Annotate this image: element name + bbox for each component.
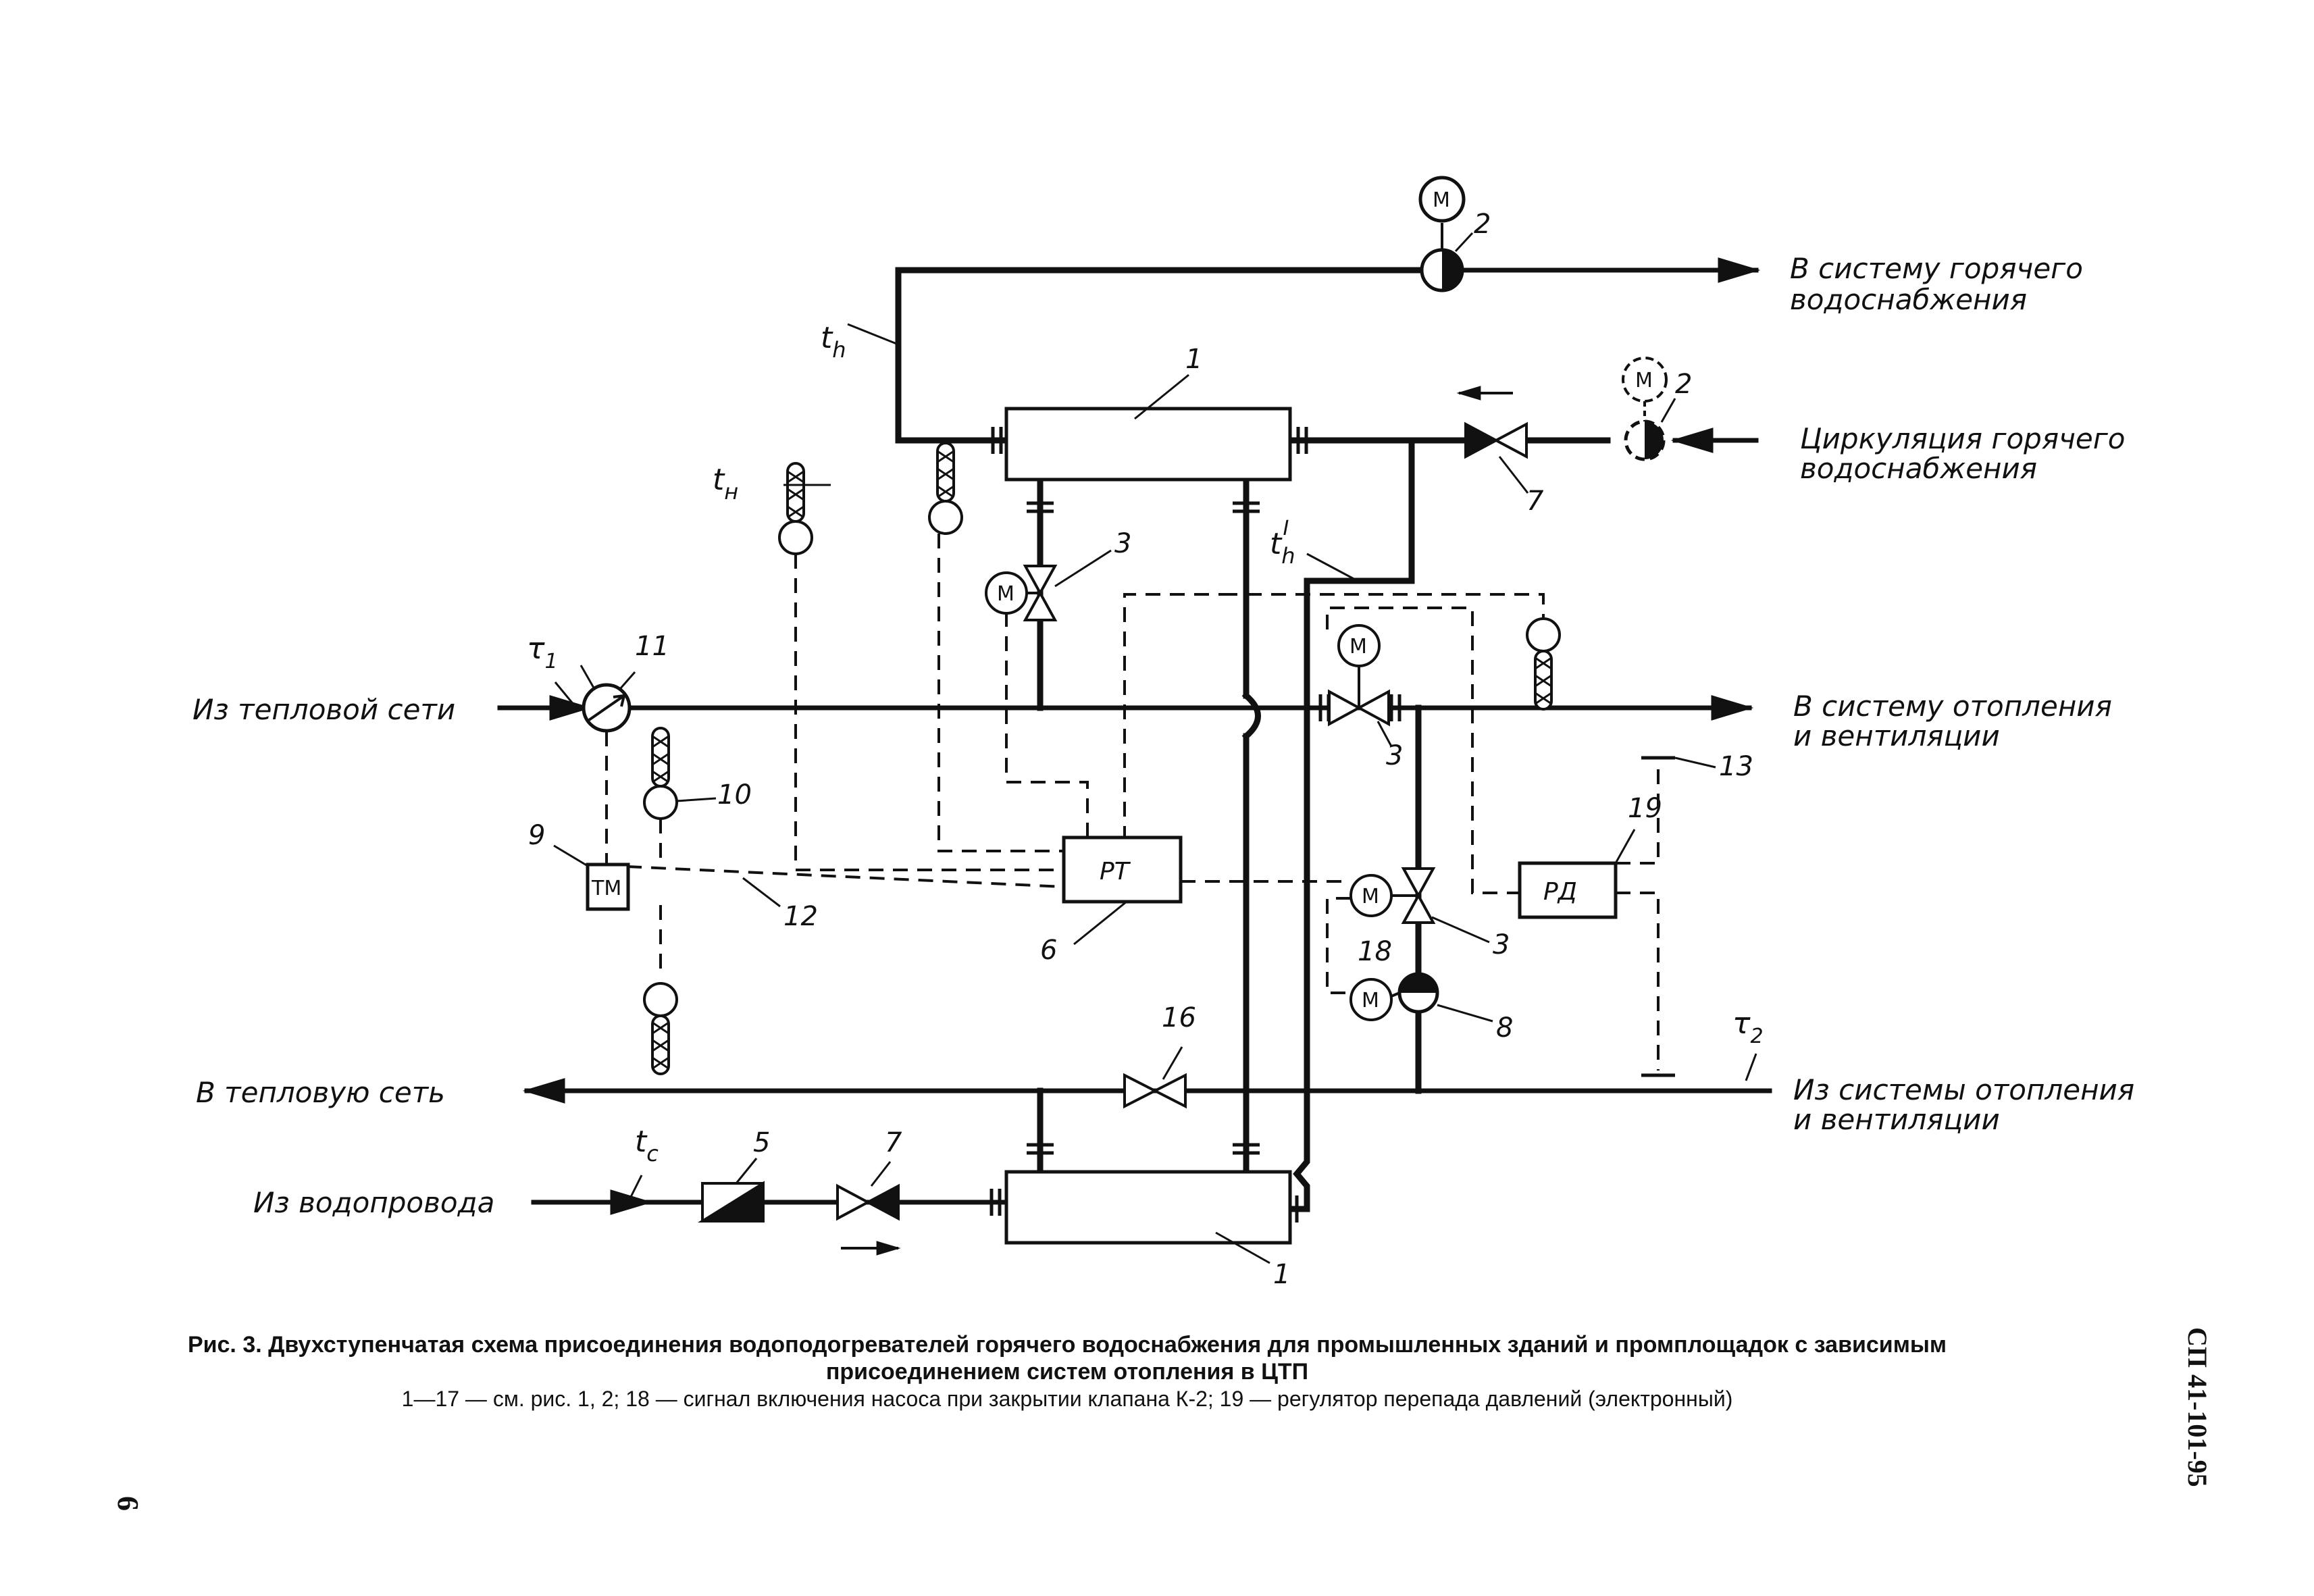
num-12: 12 [783, 901, 818, 932]
label-from-heat-net: Из тепловой сети [192, 693, 455, 726]
heat-calculator-tm [586, 863, 630, 911]
num-13: 13 [1719, 751, 1753, 782]
text-m-p8: М [1362, 989, 1379, 1012]
num-3-he: 3 [1114, 528, 1131, 559]
controller-pd [1518, 861, 1618, 919]
num-11: 11 [635, 631, 669, 662]
valve-3-bridge [1381, 867, 1436, 924]
text-m-v3b: М [1362, 885, 1379, 908]
text-pt: РТ [1100, 858, 1131, 885]
pump-8 [1397, 972, 1439, 1014]
sensor-th [928, 442, 963, 535]
num-2-circ: 2 [1675, 369, 1692, 400]
label-to-heating-1: В систему отопления [1793, 690, 2112, 723]
label-hw-circ-1: Циркуляция горячего [1800, 422, 2126, 455]
num-9: 9 [528, 820, 545, 851]
controller-pt [1062, 835, 1183, 904]
text-m-v3he: М [997, 582, 1014, 606]
filter-5 [698, 1181, 765, 1222]
figure-caption: Рис. 3. Двухступенчатая схема присоедине… [188, 1332, 1947, 1411]
label-from-water: Из водопровода [253, 1186, 494, 1219]
label-to-heating-2: и вентиляции [1793, 719, 2000, 752]
control-lines [605, 534, 1660, 1071]
text-m-v3s: М [1349, 635, 1367, 659]
num-5: 5 [753, 1127, 770, 1158]
text-tm: ТМ [591, 877, 621, 900]
symbol-tau1: τ1 [527, 632, 558, 673]
side-code: СП 41-101-95 [2182, 1327, 2213, 1487]
flow-arrows [841, 386, 1513, 1256]
flanges [989, 427, 1402, 1222]
num-6: 6 [1040, 935, 1057, 966]
label-hw-circ-2: водоснабжения [1800, 452, 2037, 485]
label-from-heating-2: и вентиляции [1793, 1103, 2000, 1136]
num-10: 10 [717, 779, 752, 810]
num-7-cold: 7 [885, 1127, 902, 1158]
num-2-supply: 2 [1474, 209, 1491, 240]
symbol-tau2: τ2 [1732, 1006, 1764, 1048]
hw-supply-pipe [895, 267, 1422, 444]
caption-title-line2: присоединением систем отопления в ЦТП [826, 1359, 1308, 1385]
label-from-heating-1: Из системы отопления [1793, 1073, 2134, 1106]
symbol-th1: thI [1270, 517, 1295, 569]
item-numbers: 1 2 2 7 3 11 3 13 10 19 9 12 6 3 18 8 16… [528, 209, 1753, 1290]
motor-valve-3-bridge [1349, 874, 1393, 917]
valve-16 [1123, 1073, 1187, 1109]
box-texts: РТ РД ТМ М М М М М М [591, 188, 1653, 1012]
num-8: 8 [1496, 1012, 1513, 1044]
pump-2-supply [1418, 176, 1466, 292]
pump-2-circ [1622, 357, 1668, 461]
num-7-circ: 7 [1526, 486, 1544, 517]
symbol-th: th [821, 321, 846, 363]
caption-title-line1: Рис. 3. Двухступенчатая схема присоедине… [188, 1332, 1947, 1358]
motor-pump-8 [1349, 978, 1393, 1021]
valve-7-circ [1464, 421, 1528, 459]
sensor-lower [643, 982, 678, 1075]
label-hw-supply-2: водоснабжения [1790, 283, 2027, 316]
text-pd: РД [1543, 878, 1577, 906]
motor-valve-3-he [985, 571, 1028, 615]
valve-3-he [1008, 565, 1058, 621]
valve-3-supply [1328, 666, 1390, 727]
motors [985, 571, 1393, 1021]
num-3-bridge: 3 [1493, 929, 1510, 960]
temperature-symbols: th thI tн tc τ1 τ2 [527, 321, 1764, 1166]
text-m-pump2c: М [1635, 369, 1653, 392]
valve-7-cold [836, 1183, 900, 1221]
caption-legend: 1—17 — см. рис. 1, 2; 18 — сигнал включе… [402, 1387, 1733, 1411]
heat-exchanger-1-top [1004, 407, 1292, 482]
symbol-tn: tн [713, 463, 738, 505]
num-19: 19 [1628, 793, 1662, 824]
heat-meter-11 [582, 683, 632, 733]
sensor-right [1526, 617, 1561, 711]
label-to-heat-net: В тепловую сеть [196, 1076, 445, 1109]
num-1-bottom: 1 [1273, 1259, 1290, 1290]
leader-lines [553, 232, 1757, 1264]
motor-valve-3-supply [1337, 624, 1381, 667]
text-m-pump2: М [1433, 188, 1450, 212]
sensor-10 [643, 727, 678, 820]
label-hw-supply-1: В систему горячего [1790, 252, 2083, 285]
num-3-supply: 3 [1386, 740, 1403, 771]
th1-pipe [1287, 437, 1415, 1212]
flow-labels: В систему горячего водоснабжения Циркуля… [192, 252, 2134, 1219]
num-1-top: 1 [1185, 344, 1202, 375]
page-number: 6 [111, 1496, 145, 1511]
symbol-tc: tc [635, 1125, 659, 1166]
num-18: 18 [1358, 936, 1392, 967]
num-16: 16 [1162, 1002, 1196, 1033]
sensor-tn [778, 462, 813, 555]
heat-exchanger-1-bottom [1004, 1170, 1292, 1245]
